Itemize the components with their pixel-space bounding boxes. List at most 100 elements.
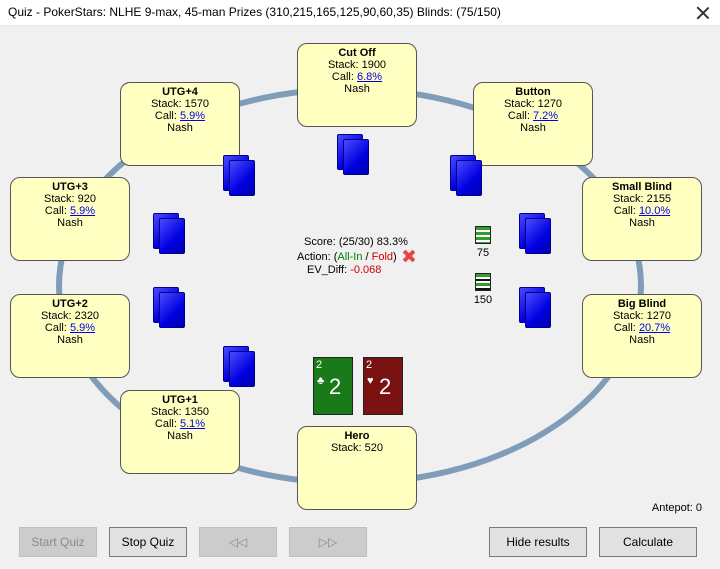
call-label: Call: bbox=[44, 322, 67, 334]
stack-value: 1570 bbox=[184, 98, 210, 110]
action-paren-open: ( bbox=[333, 251, 338, 263]
score-value: (25/30) 83.3% bbox=[338, 236, 408, 248]
strategy-mode: Nash bbox=[57, 334, 83, 346]
strategy-mode: Nash bbox=[629, 217, 655, 229]
window-title: Quiz - PokerStars: NLHE 9-max, 45-man Pr… bbox=[8, 5, 501, 19]
seat-big-blind[interactable]: Big Blind Stack: 1270 Call: 20.7% Nash bbox=[582, 294, 702, 378]
utg2-hole-cards bbox=[153, 287, 187, 329]
seat-name: Button bbox=[515, 86, 551, 98]
stack-value: 1270 bbox=[646, 310, 672, 322]
seat-name: Hero bbox=[344, 430, 370, 442]
hero-card-2: 2 ♥ 2 bbox=[363, 357, 403, 415]
seat-small-blind[interactable]: Small Blind Stack: 2155 Call: 10.0% Nash bbox=[582, 177, 702, 261]
strategy-mode: Nash bbox=[629, 334, 655, 346]
hide-results-button[interactable]: Hide results bbox=[489, 527, 587, 557]
start-quiz-button[interactable]: Start Quiz bbox=[19, 527, 97, 557]
call-range-link[interactable]: 20.7% bbox=[638, 322, 671, 334]
stack-label: Stack: bbox=[612, 193, 644, 205]
window-titlebar: Quiz - PokerStars: NLHE 9-max, 45-man Pr… bbox=[0, 0, 720, 26]
seat-utg-2[interactable]: UTG+2 Stack: 2320 Call: 5.9% Nash bbox=[10, 294, 130, 378]
small-blind-chip-icon bbox=[475, 226, 491, 244]
utg1-hole-cards bbox=[223, 346, 257, 388]
button-hole-cards bbox=[450, 155, 484, 197]
seat-name: UTG+3 bbox=[52, 181, 88, 193]
stack-value: 1900 bbox=[361, 59, 387, 71]
close-icon[interactable] bbox=[696, 6, 710, 20]
stack-label: Stack: bbox=[44, 193, 75, 205]
stack-label: Stack: bbox=[150, 98, 182, 110]
stack-value: 920 bbox=[77, 193, 96, 205]
call-range-link[interactable]: 5.1% bbox=[180, 418, 206, 430]
call-range-link[interactable]: 5.9% bbox=[180, 110, 206, 122]
seat-name: Small Blind bbox=[612, 181, 672, 193]
strategy-mode: Nash bbox=[520, 122, 546, 134]
calculate-button[interactable]: Calculate bbox=[599, 527, 697, 557]
hero-card-1: 2 ♣ 2 bbox=[313, 357, 353, 415]
seat-name: Cut Off bbox=[338, 47, 376, 59]
previous-button[interactable]: ◁◁ bbox=[199, 527, 277, 557]
call-label: Call: bbox=[154, 418, 177, 430]
call-range-link[interactable]: 5.9% bbox=[70, 322, 96, 334]
action-label: Action: bbox=[297, 251, 331, 263]
big-blind-chip-icon bbox=[475, 273, 491, 291]
seat-button[interactable]: Button Stack: 1270 Call: 7.2% Nash bbox=[473, 82, 593, 166]
call-range-link[interactable]: 10.0% bbox=[638, 205, 671, 217]
big-blind-bet: 150 bbox=[473, 294, 493, 306]
stack-label: Stack: bbox=[331, 442, 362, 454]
stack-label: Stack: bbox=[612, 310, 644, 322]
seat-name: UTG+2 bbox=[52, 298, 88, 310]
call-range-link[interactable]: 6.8% bbox=[357, 71, 383, 83]
call-label: Call: bbox=[613, 322, 636, 334]
action-separator: / bbox=[362, 251, 372, 263]
seat-cutoff[interactable]: Cut Off Stack: 1900 Call: 6.8% Nash bbox=[297, 43, 417, 127]
big-blind-hole-cards bbox=[519, 287, 553, 329]
antepot-value: 0 bbox=[695, 502, 702, 514]
ev-diff-value: -0.068 bbox=[350, 264, 382, 276]
stack-value: 2320 bbox=[74, 310, 100, 322]
action-paren-close: ) bbox=[393, 251, 397, 263]
seat-utg-1[interactable]: UTG+1 Stack: 1350 Call: 5.1% Nash bbox=[120, 390, 240, 474]
call-range-link[interactable]: 7.2% bbox=[533, 110, 559, 122]
action-allin: All-In bbox=[337, 251, 363, 263]
seat-name: Big Blind bbox=[617, 298, 667, 310]
stack-label: Stack: bbox=[40, 310, 72, 322]
strategy-mode: Nash bbox=[167, 430, 193, 442]
strategy-mode: Nash bbox=[167, 122, 193, 134]
action-row: Action: (All-In / Fold) bbox=[270, 249, 470, 264]
strategy-mode: Nash bbox=[344, 83, 370, 95]
next-button[interactable]: ▷▷ bbox=[289, 527, 367, 557]
stack-value: 2155 bbox=[646, 193, 672, 205]
stop-quiz-button[interactable]: Stop Quiz bbox=[109, 527, 187, 557]
call-label: Call: bbox=[507, 110, 530, 122]
call-label: Call: bbox=[44, 205, 67, 217]
score-label: Score: bbox=[304, 236, 336, 248]
call-range-link[interactable]: 5.9% bbox=[70, 205, 96, 217]
strategy-mode: Nash bbox=[57, 217, 83, 229]
small-blind-hole-cards bbox=[519, 213, 553, 255]
ev-diff-row: EV_Diff: -0.068 bbox=[270, 264, 470, 277]
seat-name: UTG+4 bbox=[162, 86, 198, 98]
call-label: Call: bbox=[331, 71, 354, 83]
cutoff-hole-cards bbox=[337, 134, 371, 176]
card-rank: 2 bbox=[379, 374, 392, 399]
stack-label: Stack: bbox=[150, 406, 182, 418]
club-suit-icon: ♣ bbox=[317, 375, 325, 387]
stack-value: 520 bbox=[364, 442, 383, 454]
utg3-hole-cards bbox=[153, 213, 187, 255]
heart-suit-icon: ♥ bbox=[367, 375, 374, 387]
call-label: Call: bbox=[154, 110, 177, 122]
seat-hero[interactable]: Hero Stack: 520 bbox=[297, 426, 417, 510]
card-rank: 2 bbox=[329, 374, 342, 399]
utg4-hole-cards bbox=[223, 155, 257, 197]
seat-utg-3[interactable]: UTG+3 Stack: 920 Call: 5.9% Nash bbox=[10, 177, 130, 261]
score-row: Score: (25/30) 83.3% bbox=[270, 236, 470, 249]
wrong-x-icon bbox=[402, 249, 416, 263]
antepot: Antepot:0 bbox=[652, 502, 702, 514]
quiz-result-panel: Score: (25/30) 83.3% Action: (All-In / F… bbox=[270, 236, 470, 277]
stack-value: 1350 bbox=[184, 406, 210, 418]
seat-utg-4[interactable]: UTG+4 Stack: 1570 Call: 5.9% Nash bbox=[120, 82, 240, 166]
call-label: Call: bbox=[613, 205, 636, 217]
card-rank-corner: 2 bbox=[316, 359, 323, 371]
stack-value: 1270 bbox=[537, 98, 563, 110]
antepot-label: Antepot: bbox=[651, 502, 693, 514]
